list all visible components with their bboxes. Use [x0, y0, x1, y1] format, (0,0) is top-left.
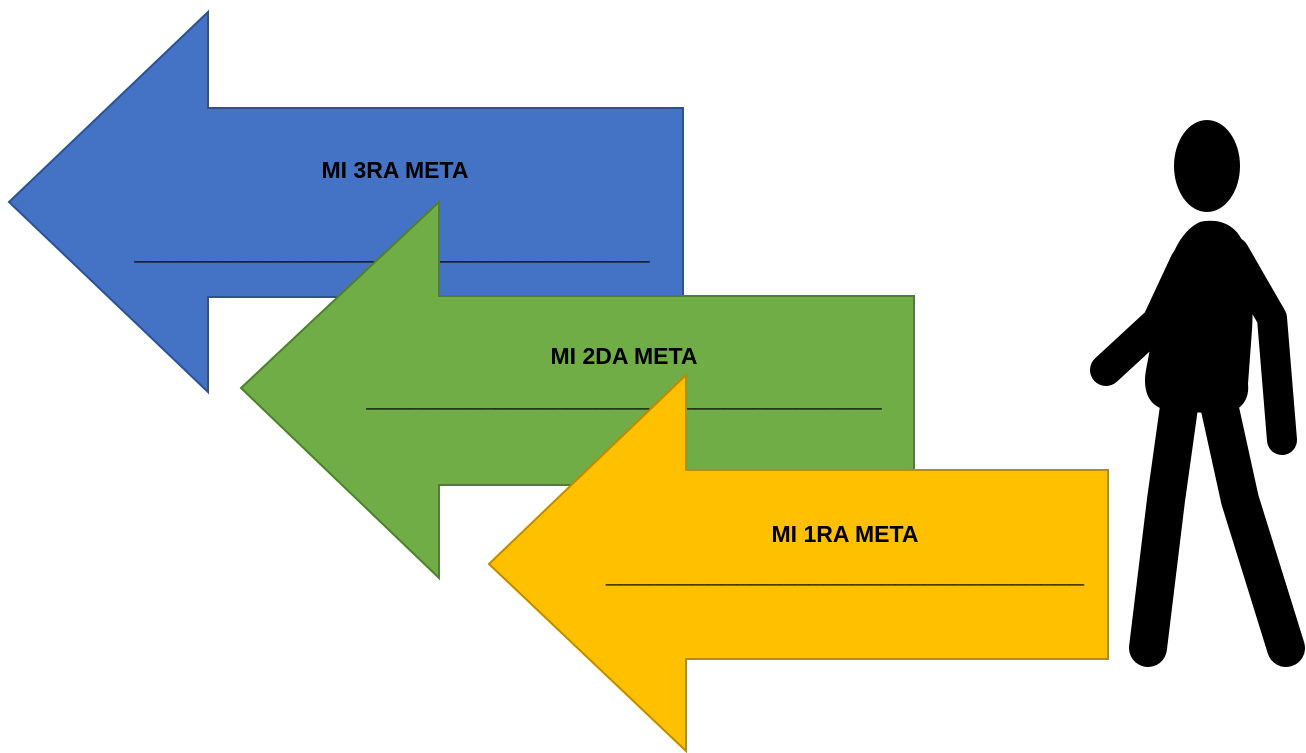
first-goal-blank-line: _________________________________ [605, 566, 1086, 587]
walking-person-icon [1090, 120, 1305, 667]
first-goal-arrow-shape [487, 372, 1109, 753]
person-leg-right [1199, 381, 1305, 667]
third-goal-label: MI 3RA META [322, 157, 469, 183]
second-goal-blank-line: ____________________________________ [365, 390, 883, 411]
second-goal-label: MI 2DA META [551, 343, 698, 369]
person-arm-left [1090, 246, 1202, 386]
first-goal-label: MI 1RA META [772, 521, 919, 547]
first-goal-arrow: MI 1RA META ____________________________… [487, 372, 1109, 753]
person-head [1174, 120, 1240, 212]
person-arm-right [1219, 237, 1297, 455]
person-leg-left [1129, 381, 1199, 667]
